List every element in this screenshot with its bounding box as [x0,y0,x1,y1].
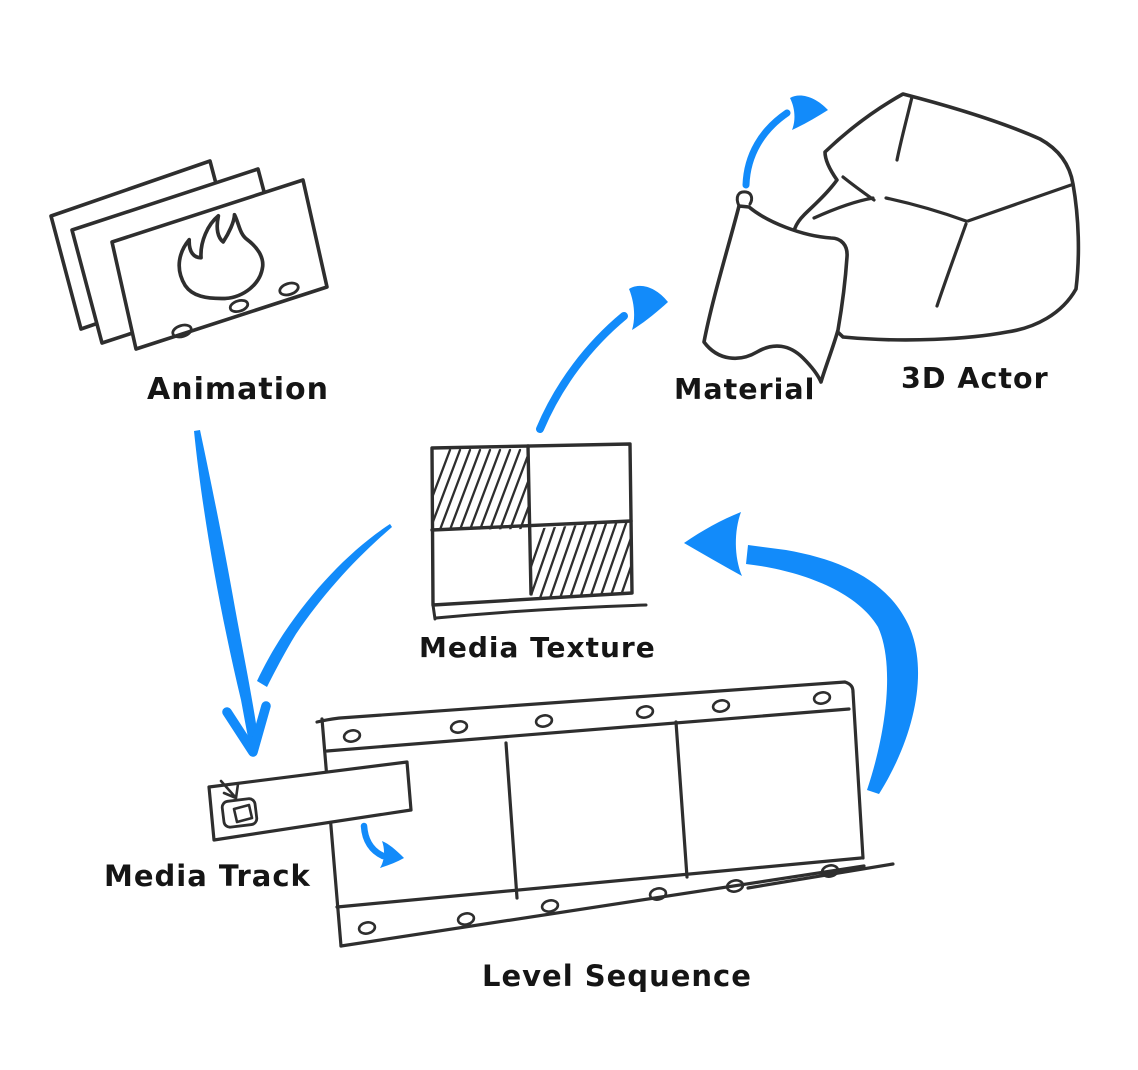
media-track-label: Media Track [104,859,311,893]
actor-3d-label: 3D Actor [901,362,1049,395]
filmstrip-top-edge [315,680,855,724]
sheet-fold [735,190,754,208]
level-sequence-filmstrip [315,680,895,948]
filmstrip-right-edge [851,690,865,860]
hatch-lines-bottom-right [531,521,632,599]
media-track-tab [207,760,413,842]
level-sequence-label: Level Sequence [482,959,752,993]
tv-antenna [219,779,240,800]
filmstrip-fill [322,682,863,946]
media-texture-label: Media Texture [419,631,656,664]
animation-card-front [110,178,329,351]
animation-frames [49,159,329,351]
material-label: Material [674,373,815,406]
arrow-media-texture-branch [257,524,392,687]
arrow-material-to-3d-actor [742,95,828,189]
material-sheet [702,190,849,384]
tv-icon [219,779,259,829]
filmstrip-bottom-rail [335,856,863,909]
media-texture-swatch [430,442,648,621]
texture-divider-horizontal [430,519,633,532]
hatch-lines-top-left [432,448,531,530]
arrow-animation-to-media-track [194,430,271,757]
sprocket-holes-top [342,691,832,743]
flame-icon [177,212,265,301]
texture-bottom-band [431,603,648,621]
animation-label: Animation [147,372,329,407]
frame-divider-1 [504,741,519,900]
film-perforations [171,281,300,339]
actor-3d-shape [791,92,1081,342]
actor-creases [812,95,1073,308]
frame-divider-2 [674,720,689,879]
texture-divider-vertical [526,444,533,596]
arrow-level-sequence-to-media-texture [684,512,919,794]
sprocket-holes-bottom [357,864,840,935]
filmstrip-top-rail [325,707,851,753]
arrow-media-texture-to-material [536,285,668,433]
arrow-media-track-into-sequence [360,822,404,868]
